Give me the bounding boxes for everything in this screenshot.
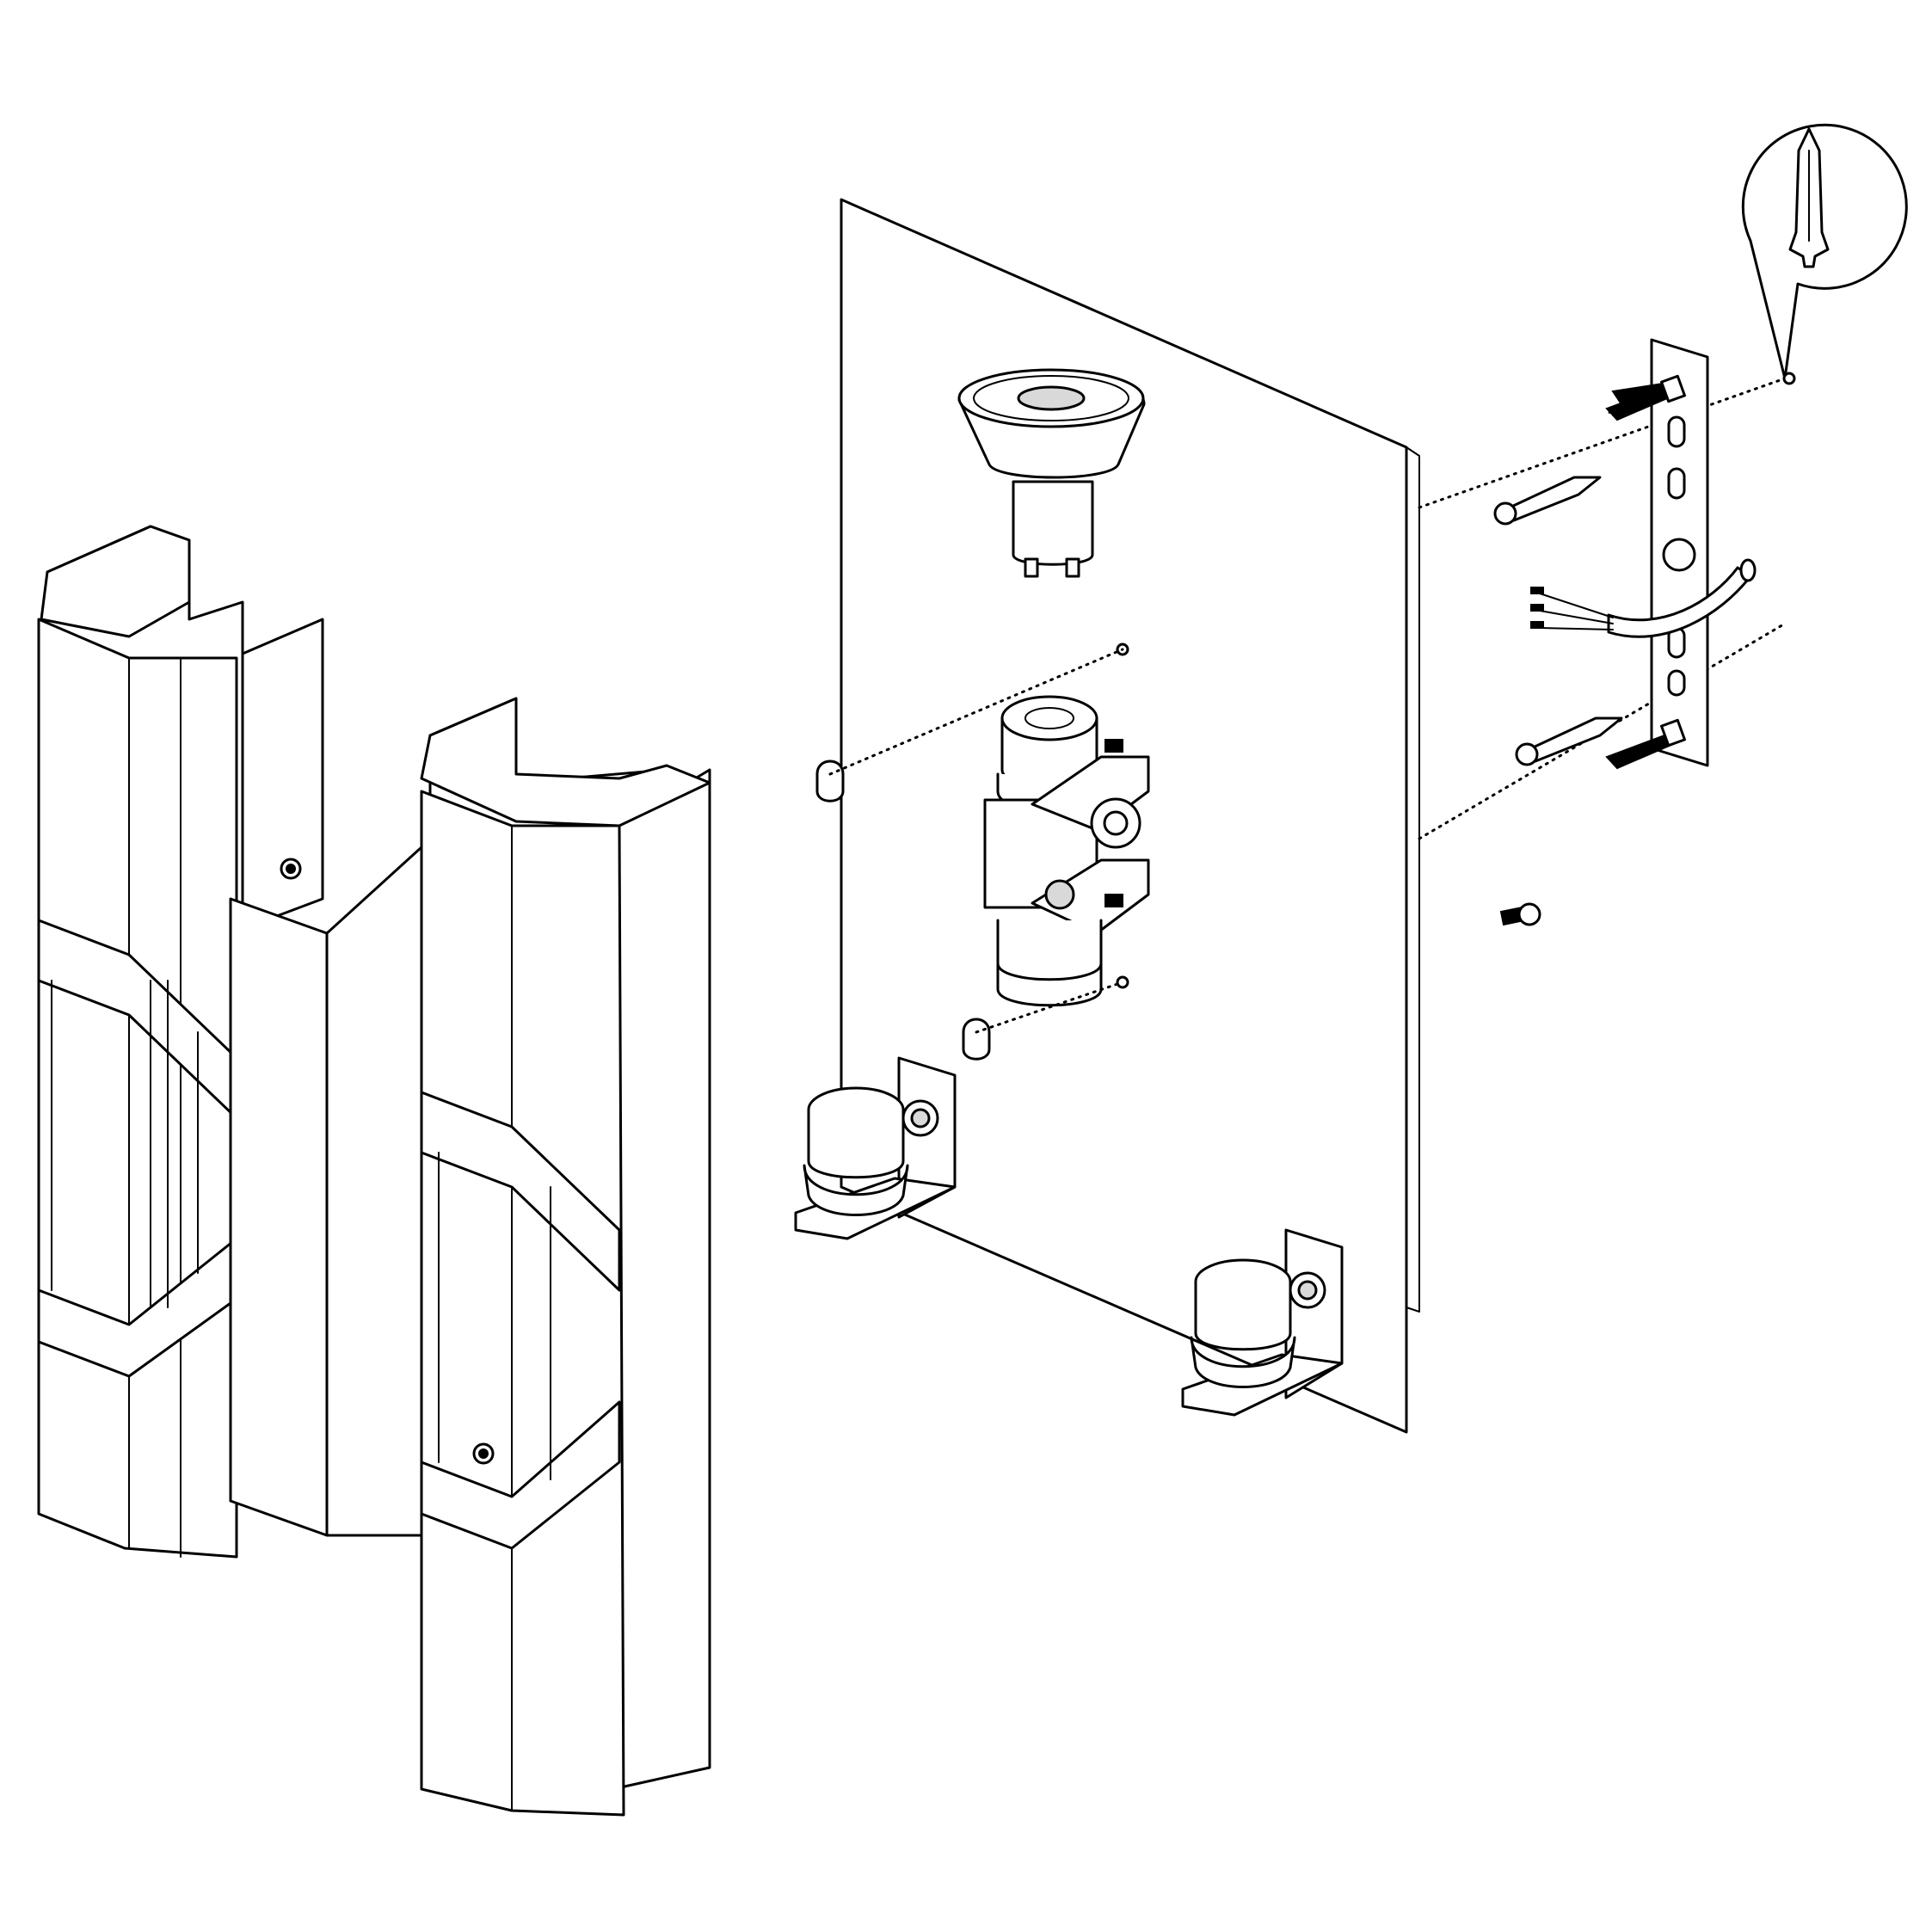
left-shade-front xyxy=(420,697,711,1817)
wall-plug-icon xyxy=(1788,127,1830,268)
left-shade-rear xyxy=(37,525,244,1559)
lower-left-socket xyxy=(794,1056,957,1240)
center-socket-bracket xyxy=(983,695,1150,1007)
wood-screws xyxy=(1493,476,1623,766)
bolts xyxy=(1605,374,1687,770)
left-shade-side-panel xyxy=(229,618,423,1537)
gu10-bulb xyxy=(957,368,1146,578)
small-screw xyxy=(1499,902,1541,926)
mounting-bracket xyxy=(1650,338,1709,767)
alignment-lines xyxy=(828,377,1787,1034)
wall-plug-callout xyxy=(1741,123,1908,385)
lower-right-socket xyxy=(1181,1228,1344,1417)
power-cable xyxy=(1530,558,1757,638)
